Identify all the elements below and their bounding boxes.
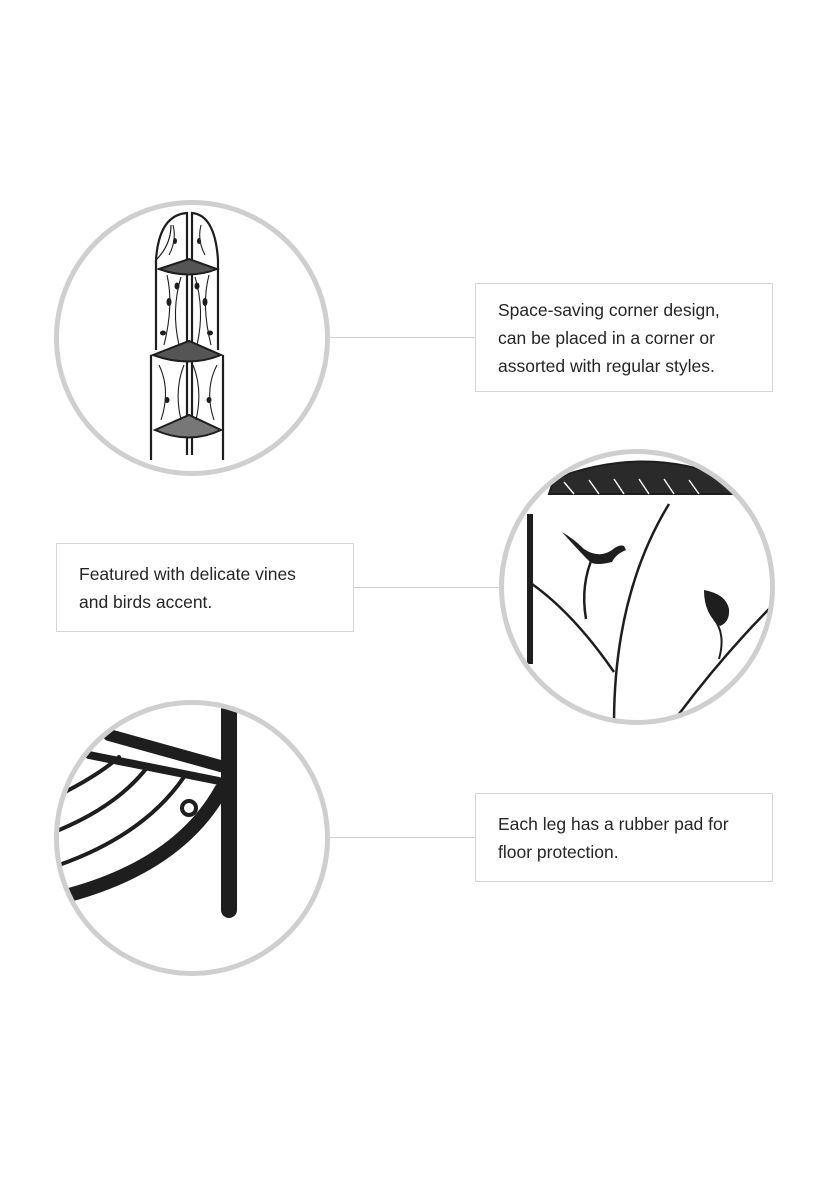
feature-image-vines-birds xyxy=(499,449,775,725)
callout-text-line: Featured with delicate vines xyxy=(79,563,296,584)
feature-image-corner-shelf xyxy=(54,200,330,476)
vines-bird-illustration xyxy=(527,460,770,720)
callout-text-line: floor protection. xyxy=(498,841,619,862)
shelf-leg-illustration xyxy=(59,705,237,918)
callout-text-line: Each leg has a rubber pad for xyxy=(498,813,729,834)
callout-text-line: assorted with regular styles. xyxy=(498,355,715,376)
callout-text-line: Space-saving corner design, xyxy=(498,299,720,320)
feature-callout-vines-birds: Featured with delicate vines and birds a… xyxy=(56,543,354,632)
callout-text-line: can be placed in a corner or xyxy=(498,327,715,348)
callout-text-line: and birds accent. xyxy=(79,591,213,612)
feature-callout-rubber-pad: Each leg has a rubber pad for floor prot… xyxy=(475,793,773,882)
feature-callout-corner-design: Space-saving corner design, can be place… xyxy=(475,283,773,392)
connector-line xyxy=(353,587,501,588)
corner-shelf-illustration xyxy=(149,211,225,460)
connector-line xyxy=(330,337,475,338)
feature-image-rubber-pad xyxy=(54,700,330,976)
connector-line xyxy=(330,837,475,838)
